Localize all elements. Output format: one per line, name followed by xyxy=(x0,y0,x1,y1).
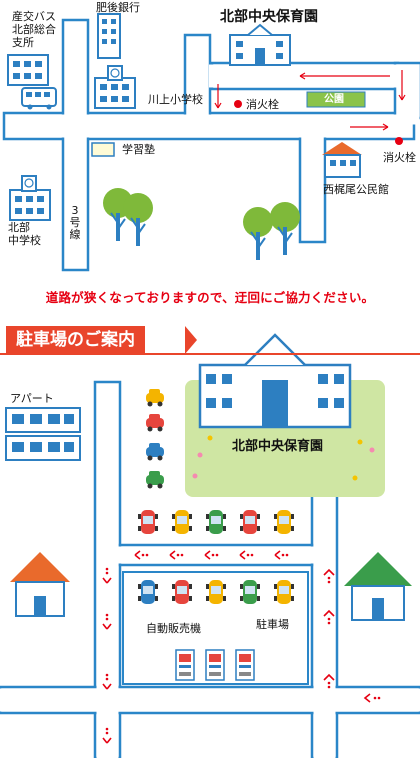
parking-label: 駐車場 xyxy=(256,618,289,631)
elementary-building xyxy=(94,65,136,109)
banner-underline xyxy=(0,353,420,355)
house-left xyxy=(10,552,70,617)
vending-label: 自動販売機 xyxy=(146,622,201,635)
detour-notice: 道路が狭くなっておりますので、迂回にご協力ください。 xyxy=(45,290,375,305)
car-4 xyxy=(146,471,164,489)
vending-machine-2 xyxy=(205,649,225,681)
hydrant-1-marker xyxy=(234,100,242,108)
cram-school-label: 学習塾 xyxy=(122,143,155,156)
car-5 xyxy=(138,510,158,534)
nursery-label-main: 北部中央保育園 xyxy=(232,439,324,454)
apartment-building xyxy=(5,407,81,461)
hydrant-2-marker xyxy=(395,137,403,145)
junior-high-building xyxy=(9,175,51,221)
bus-office-building xyxy=(7,54,57,110)
tree-2 xyxy=(122,192,154,247)
nursery-flowers xyxy=(192,435,375,481)
parking-lot-outline xyxy=(122,571,309,685)
nursery-building-main xyxy=(198,333,352,429)
bank-building xyxy=(97,13,121,59)
community-hall-label: 西梶尾公民館 xyxy=(323,183,389,196)
junior-high-label-1: 北部 xyxy=(8,221,30,234)
apartment-label: アパート xyxy=(10,392,54,405)
car-8 xyxy=(240,510,260,534)
tree-3 xyxy=(242,206,274,261)
car-11 xyxy=(172,580,192,604)
parking-banner: 駐車場のご案内 xyxy=(6,326,145,354)
car-7 xyxy=(206,510,226,534)
vending-machine-3 xyxy=(235,649,255,681)
park-label: 公園 xyxy=(324,94,344,105)
nursery-building-top xyxy=(229,23,291,66)
bank-label: 肥後銀行 xyxy=(96,1,140,14)
car-1 xyxy=(146,389,164,407)
bus-office-label-3: 支所 xyxy=(12,36,34,49)
vending-machine-1 xyxy=(175,649,195,681)
bus-office-label-2: 北部総合 xyxy=(12,23,56,36)
car-12 xyxy=(206,580,226,604)
top-road-fill xyxy=(5,21,420,269)
car-3 xyxy=(146,443,164,461)
tree-4 xyxy=(269,201,301,256)
one-way-arrows xyxy=(214,70,406,131)
parking-direction-arrows xyxy=(102,550,371,744)
car-13 xyxy=(240,580,260,604)
car-14 xyxy=(274,580,294,604)
elementary-label: 川上小学校 xyxy=(148,93,203,106)
junior-high-label-2: 中学校 xyxy=(8,234,41,247)
cram-school-building xyxy=(91,142,115,157)
car-10 xyxy=(138,580,158,604)
car-6 xyxy=(172,510,192,534)
route-label-2: 号 xyxy=(69,216,81,229)
car-2 xyxy=(146,414,164,432)
hydrant-1-label: 消火栓 xyxy=(246,98,279,111)
banner-tail xyxy=(185,326,197,354)
hydrant-2-label: 消火栓 xyxy=(383,151,416,164)
house-right xyxy=(344,552,412,621)
route-label-1: 3 xyxy=(71,204,79,217)
park-area xyxy=(306,91,366,108)
car-9 xyxy=(274,510,294,534)
route-label-3: 線 xyxy=(69,228,81,241)
bus-office-label-1: 産交バス xyxy=(12,10,56,23)
arrow-dots xyxy=(105,553,381,735)
nursery-title-top: 北部中央保育園 xyxy=(220,9,318,25)
community-hall-building xyxy=(322,142,362,178)
